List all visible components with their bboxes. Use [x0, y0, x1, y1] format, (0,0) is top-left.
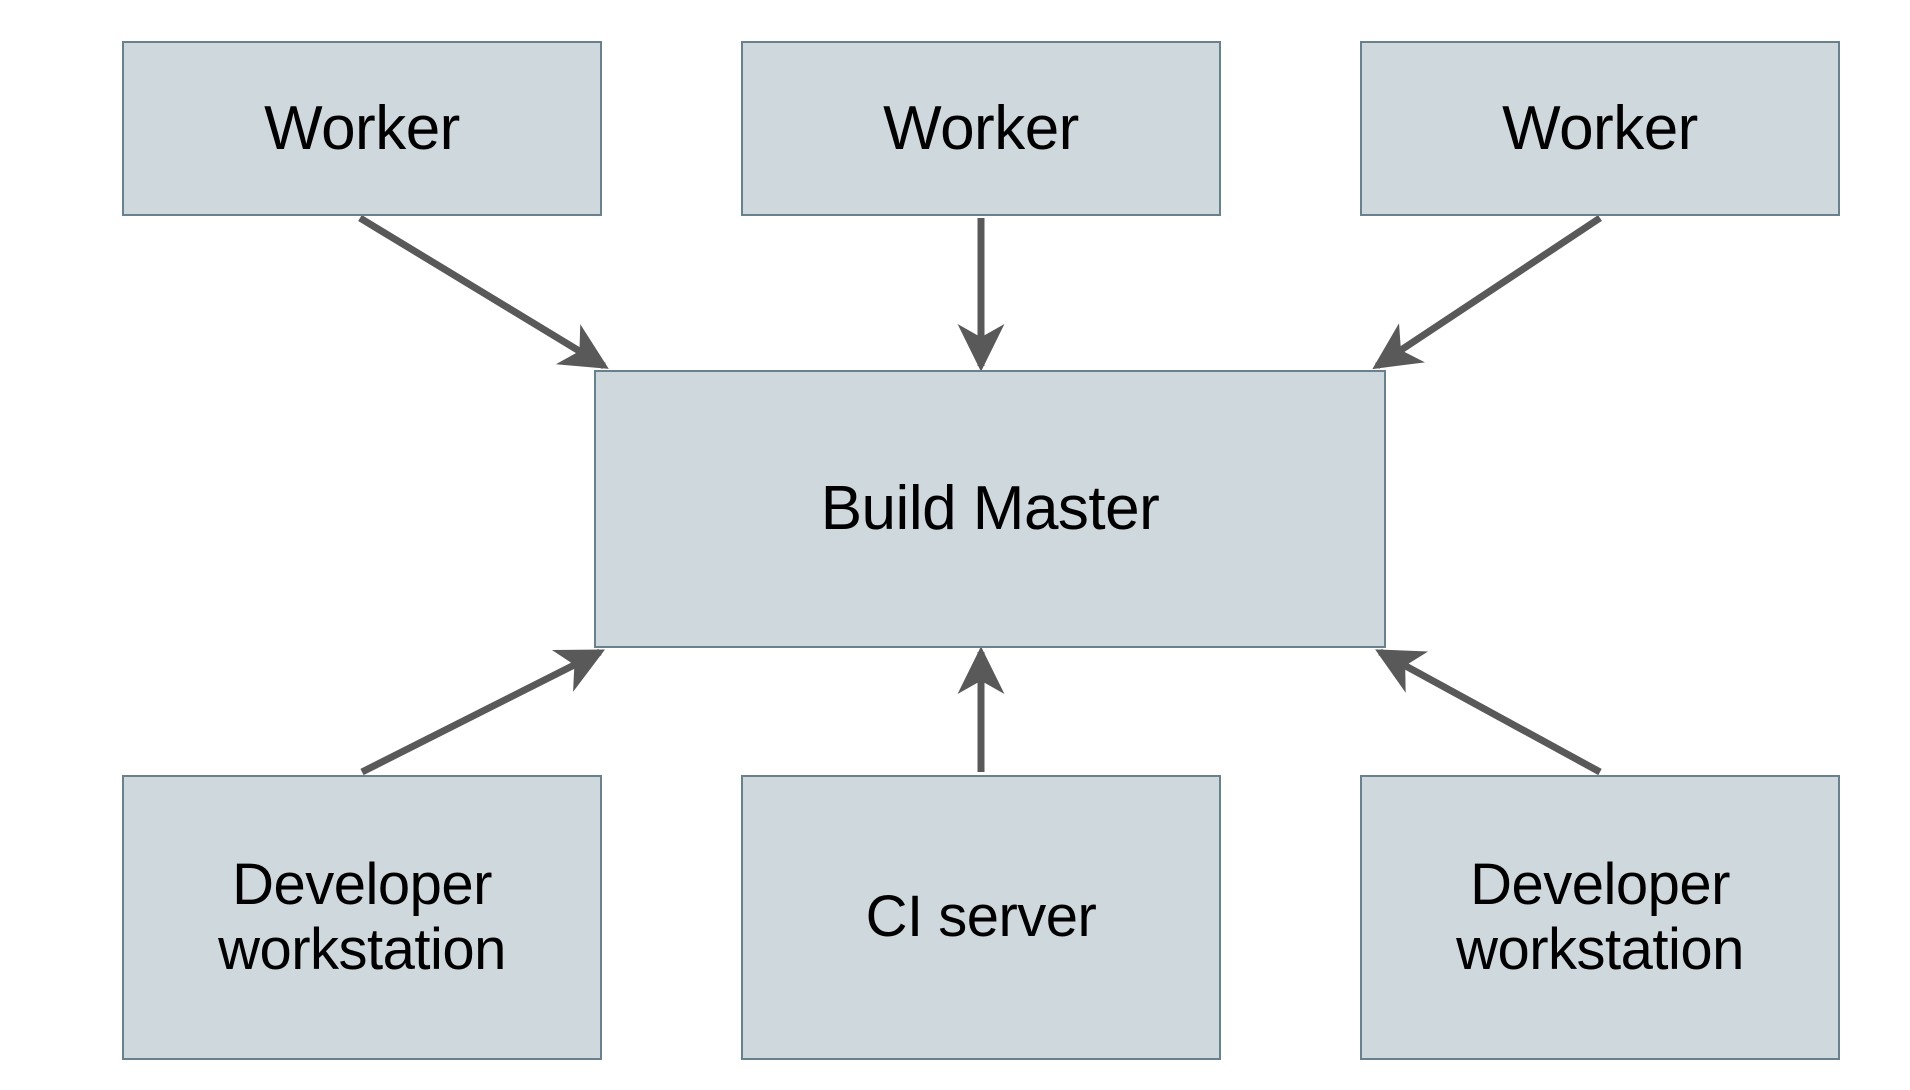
edge-dev-ws-right-to-build-master	[1375, 648, 1602, 776]
node-label-build-master: Build Master	[820, 474, 1160, 544]
node-dev-ws-left[interactable]: Developer workstation	[122, 775, 602, 1060]
edge-worker-left-to-build-master	[358, 215, 609, 369]
node-label-ci-server: CI server	[865, 884, 1097, 950]
node-worker-left[interactable]: Worker	[122, 41, 602, 216]
node-dev-ws-right[interactable]: Developer workstation	[1360, 775, 1840, 1060]
node-worker-right[interactable]: Worker	[1360, 41, 1840, 216]
node-label-worker-center: Worker	[883, 93, 1079, 163]
node-label-worker-left: Worker	[264, 93, 460, 163]
node-worker-center[interactable]: Worker	[741, 41, 1221, 216]
node-ci-server[interactable]: CI server	[741, 775, 1221, 1060]
edge-dev-ws-left-to-build-master	[360, 648, 606, 776]
node-label-dev-ws-right: Developer workstation	[1456, 851, 1744, 982]
node-build-master[interactable]: Build Master	[594, 370, 1386, 648]
node-label-dev-ws-left: Developer workstation	[218, 851, 506, 982]
node-label-worker-right: Worker	[1502, 93, 1698, 163]
edge-worker-right-to-build-master	[1372, 215, 1602, 370]
